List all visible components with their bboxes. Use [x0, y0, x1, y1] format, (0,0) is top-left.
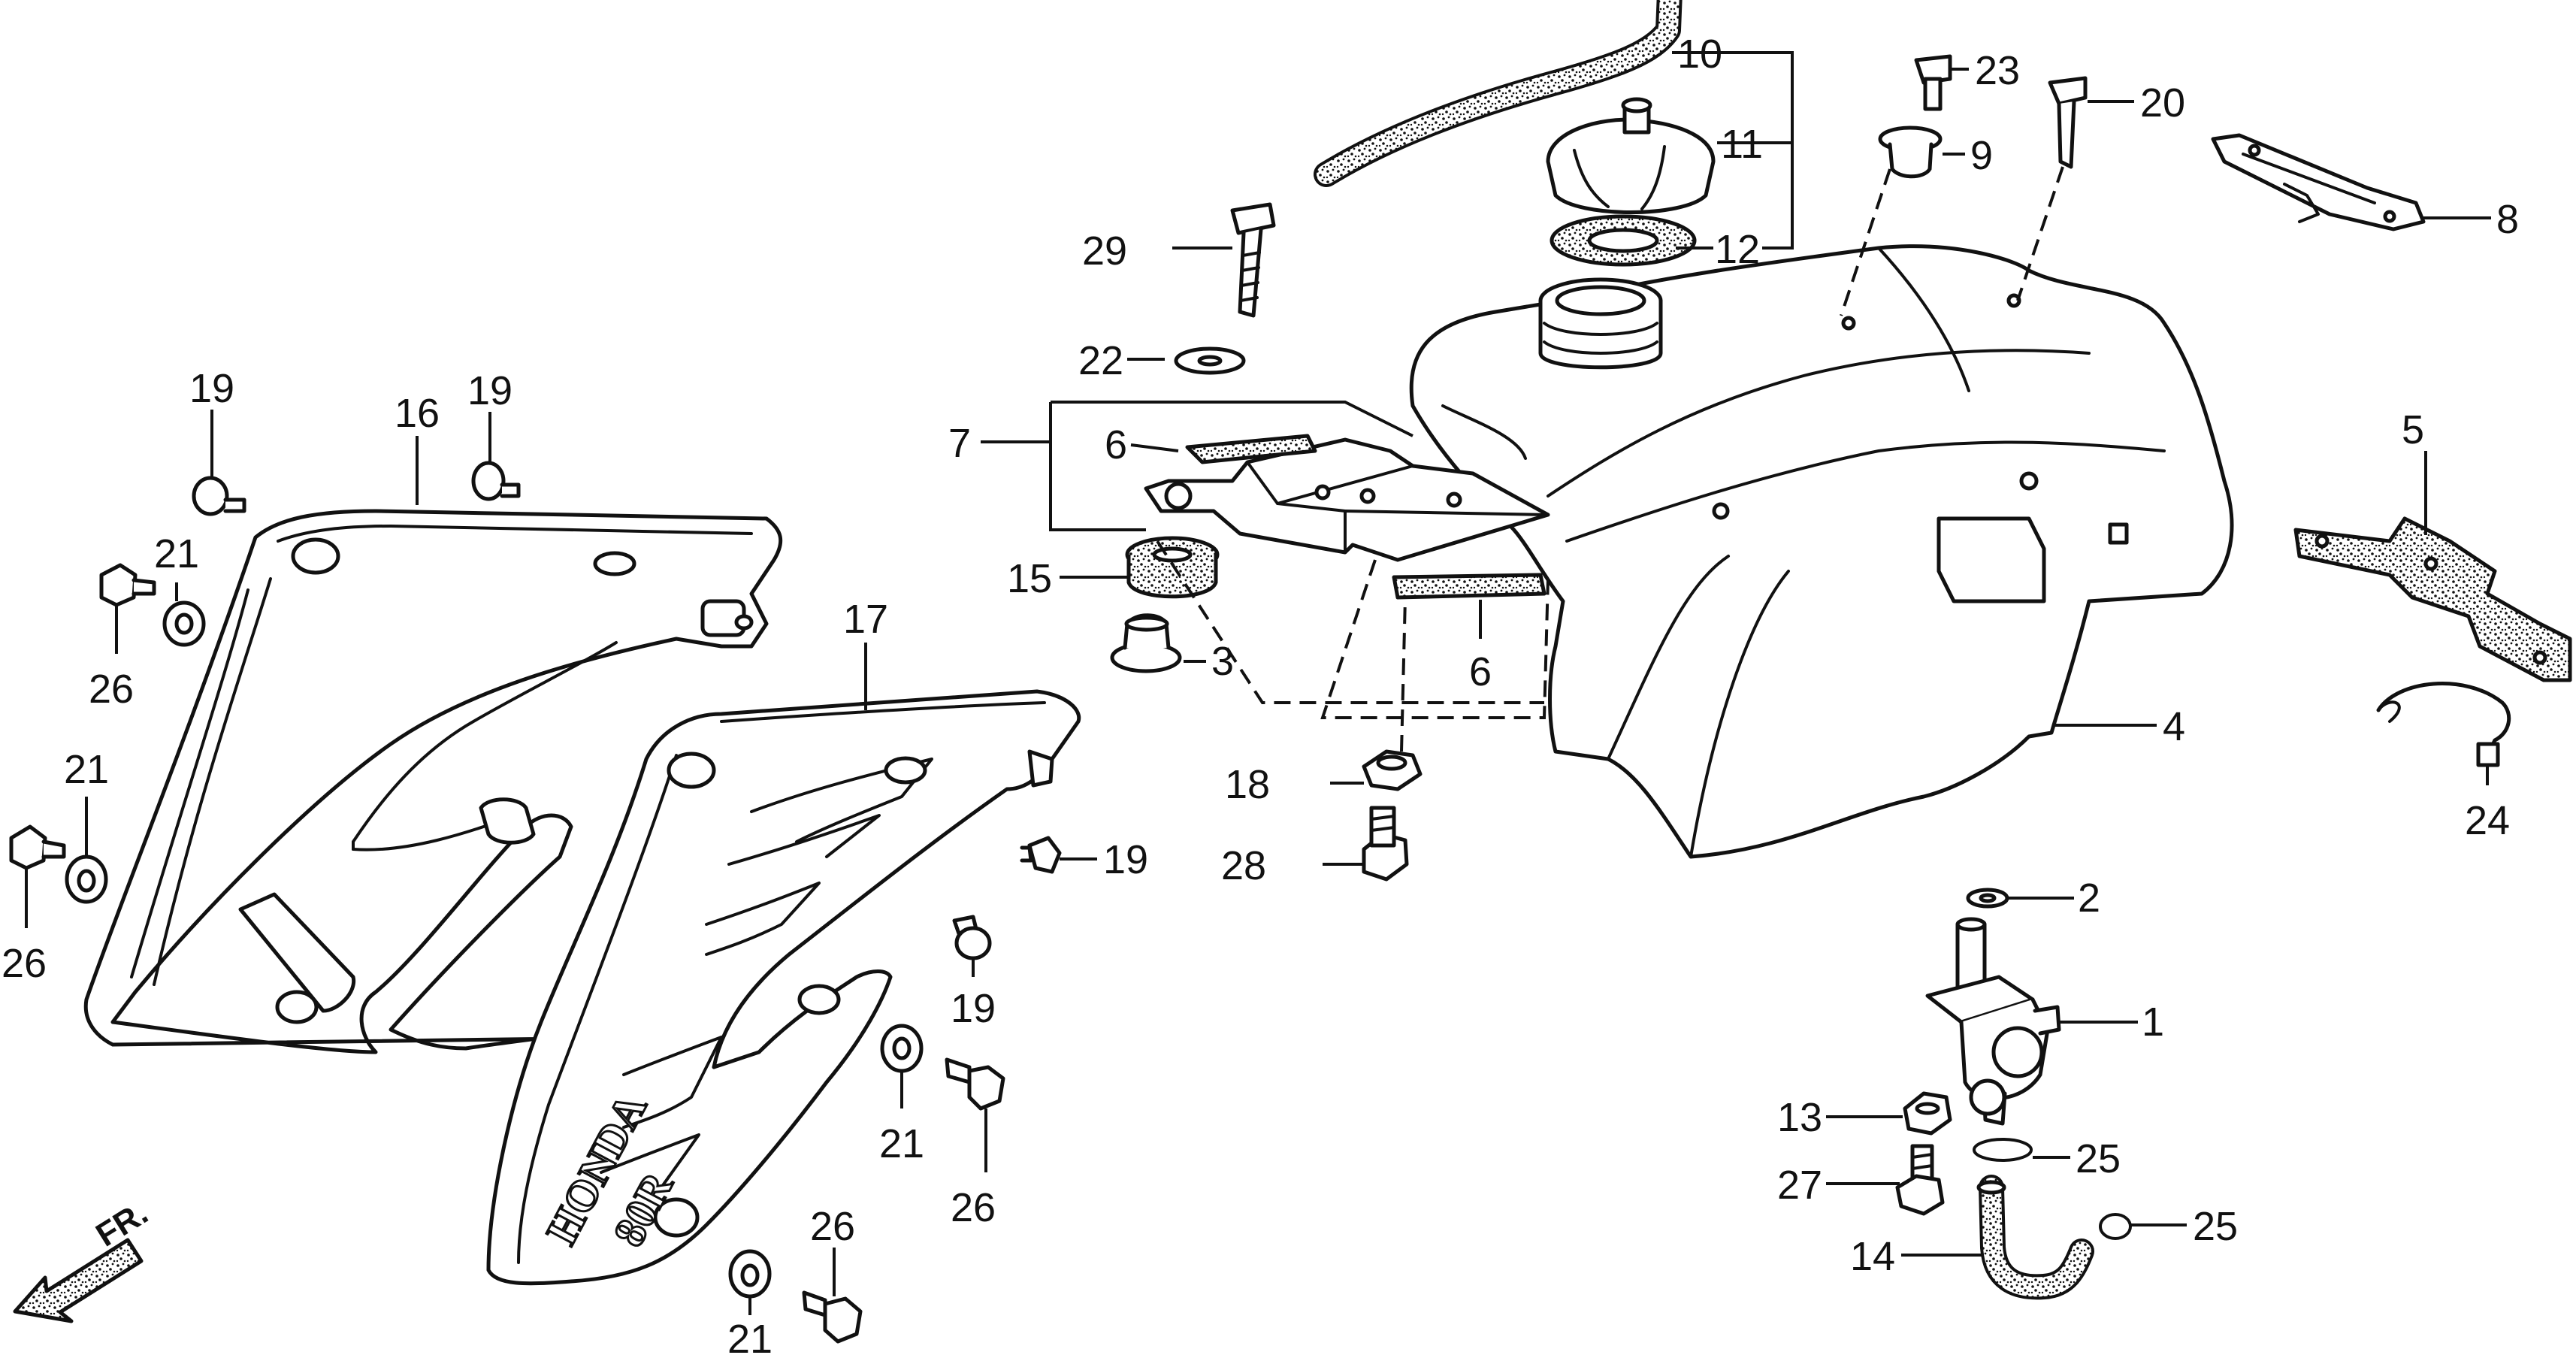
callout-7: 7 — [948, 421, 971, 466]
callout-26-left-lower: 26 — [2, 941, 47, 986]
callout-5: 5 — [2402, 407, 2424, 452]
callout-20: 20 — [2140, 80, 2185, 126]
callout-19-right-lower: 19 — [951, 986, 996, 1031]
bolt-26-left-upper — [99, 563, 156, 607]
callout-9: 9 — [1970, 133, 1993, 178]
bolt-20 — [2048, 76, 2088, 169]
bolt-26-right-mid — [945, 1057, 1005, 1111]
callout-6-bottom: 6 — [1469, 649, 1492, 694]
rubber-cushion-9 — [1878, 126, 1943, 179]
callout-18: 18 — [1225, 762, 1270, 807]
fuel-cock-1 — [1925, 917, 2061, 1126]
tank-mount-stay-7 — [1144, 437, 1550, 562]
callout-1: 1 — [2142, 1000, 2164, 1045]
washer-2 — [1966, 888, 2009, 909]
callout-10: 10 — [1677, 32, 1722, 77]
nut-18 — [1362, 749, 1423, 791]
callout-19-upper-left: 19 — [189, 366, 234, 411]
nut-13 — [1903, 1091, 1952, 1136]
callout-labels: 1 2 3 4 5 6 6 7 8 9 10 11 12 13 14 15 16… — [2, 32, 2519, 1358]
callout-24: 24 — [2465, 798, 2510, 843]
callout-12: 12 — [1715, 227, 1760, 272]
fuel-tank — [1409, 244, 2234, 859]
bolt-23 — [1914, 54, 1952, 111]
rubber-pad-6-bottom — [1392, 573, 1547, 600]
bolt-27 — [1895, 1144, 1945, 1216]
callout-14: 14 — [1850, 1234, 1895, 1279]
callout-19-upper-right: 19 — [467, 368, 512, 413]
callout-4: 4 — [2163, 704, 2185, 749]
bolt-19-right-mid — [1020, 836, 1062, 874]
callout-13: 13 — [1777, 1095, 1822, 1140]
clip-25-upper — [1973, 1138, 2033, 1162]
collar-21-left-lower — [65, 854, 108, 904]
bolt-26-bottom — [802, 1290, 863, 1344]
collar-21-right-mid — [880, 1024, 924, 1073]
clip-25-lower — [2099, 1213, 2132, 1240]
collar-21-bottom — [728, 1249, 772, 1299]
grommet-15 — [1125, 536, 1220, 599]
leader-lines — [25, 51, 2491, 1315]
callout-17: 17 — [843, 597, 888, 642]
callout-21-left-upper: 21 — [154, 531, 199, 576]
callout-23: 23 — [1975, 48, 2020, 93]
collar-21-left-upper — [162, 600, 206, 647]
callout-15: 15 — [1007, 556, 1052, 601]
callout-2: 2 — [2078, 876, 2100, 921]
callout-29: 29 — [1082, 228, 1127, 274]
collar-3 — [1110, 613, 1182, 673]
band-24 — [2376, 682, 2511, 767]
callout-21-right-mid: 21 — [879, 1121, 924, 1166]
front-label: FR. — [89, 1194, 154, 1254]
rubber-pad-6-top — [1185, 434, 1317, 464]
callout-6-top: 6 — [1105, 422, 1127, 467]
cap-gasket — [1550, 214, 1697, 267]
callout-11: 11 — [1721, 122, 1763, 167]
breather-hose — [1314, 0, 1683, 187]
tank-band-8 — [2211, 133, 2426, 231]
callout-25-lower: 25 — [2193, 1204, 2238, 1249]
bolt-19-upper-right — [471, 461, 521, 501]
left-shroud-16 — [83, 509, 783, 1054]
callout-28: 28 — [1221, 843, 1266, 888]
bolt-19-upper-left — [192, 476, 246, 516]
callout-26-right-mid: 26 — [951, 1185, 996, 1230]
callout-21-bottom: 21 — [727, 1317, 772, 1358]
callout-21-left-lower: 21 — [64, 747, 109, 792]
right-shroud-17: HONDA 80R — [486, 689, 1081, 1286]
bolt-19-right-lower — [952, 915, 992, 960]
bolt-29 — [1230, 202, 1276, 318]
callout-25-upper: 25 — [2076, 1136, 2121, 1181]
callout-27: 27 — [1777, 1163, 1822, 1208]
bolt-26-left-lower — [9, 824, 66, 870]
callout-8: 8 — [2496, 197, 2519, 242]
callout-19-right-mid: 19 — [1103, 837, 1148, 882]
bolt-28 — [1362, 806, 1409, 882]
callout-26-left-upper: 26 — [89, 667, 134, 712]
callout-22: 22 — [1078, 338, 1123, 383]
callout-3: 3 — [1211, 639, 1234, 684]
washer-22 — [1174, 346, 1246, 375]
callout-16: 16 — [395, 391, 440, 436]
bracket-5 — [2293, 516, 2572, 682]
fuel-tank-cap — [1546, 97, 1716, 214]
callout-26-bottom: 26 — [810, 1204, 855, 1249]
front-direction-indicator: FR. — [13, 1194, 154, 1323]
front-arrow-icon — [13, 1238, 144, 1323]
fuel-hose-14 — [1976, 1175, 2094, 1300]
